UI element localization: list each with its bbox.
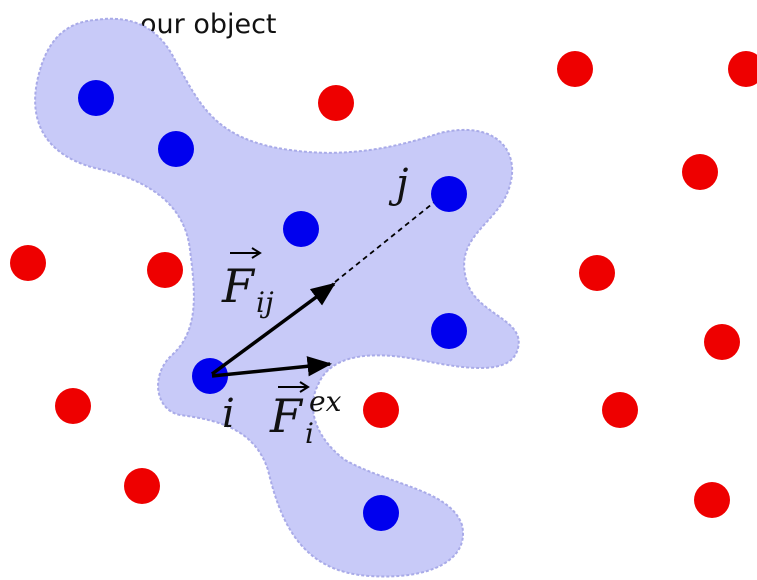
inside-particle — [363, 495, 399, 531]
outside-particle — [579, 255, 615, 291]
external-force-label: F i ex — [269, 381, 342, 450]
inside-particle — [78, 80, 114, 116]
outside-particle — [557, 51, 593, 87]
inside-particle — [283, 211, 319, 247]
outside-particle — [363, 392, 399, 428]
outside-particle — [682, 154, 718, 190]
force-external-subscript: i — [305, 417, 314, 450]
particle-j — [431, 176, 467, 212]
force-external-superscript: ex — [309, 385, 342, 418]
outside-particle — [704, 324, 740, 360]
object-caption: our object — [140, 9, 277, 40]
outside-particle — [10, 245, 46, 281]
internal-force-arrow — [210, 282, 336, 376]
external-force-arrow — [211, 356, 333, 378]
inside-particle — [431, 313, 467, 349]
outside-particle — [55, 388, 91, 424]
outside-particle — [728, 51, 757, 87]
outside-particle — [147, 252, 183, 288]
inside-particle — [158, 131, 194, 167]
outside-particle — [124, 468, 160, 504]
force-external-symbol: F — [269, 389, 304, 443]
outside-particle — [318, 85, 354, 121]
force-internal-symbol: F — [221, 259, 256, 313]
vector-accent-head — [299, 381, 310, 393]
label-i: i — [222, 391, 235, 437]
interaction-line — [334, 199, 438, 283]
outside-particle — [694, 482, 730, 518]
object-blob — [34, 17, 520, 578]
force-internal-subscript: ij — [256, 286, 274, 319]
internal-force-label: F ij — [221, 247, 274, 319]
vector-accent-head — [251, 247, 262, 259]
outside-particles — [10, 51, 757, 518]
outside-particle — [602, 392, 638, 428]
